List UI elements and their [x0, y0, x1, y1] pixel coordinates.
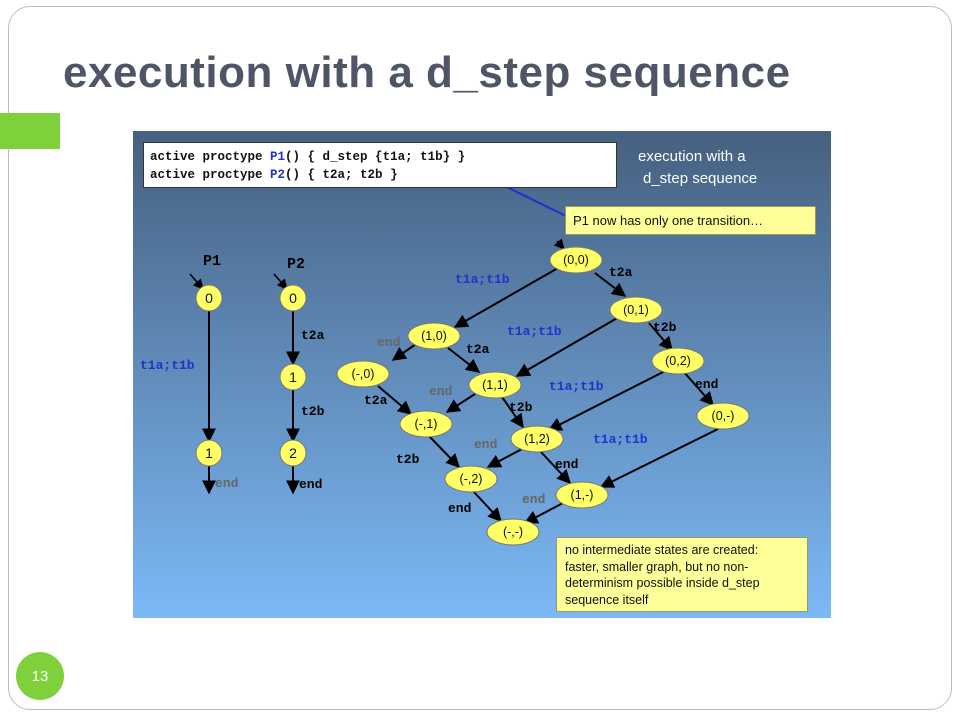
state-0m-label: (0,-) — [712, 409, 735, 423]
edge-label: t1a;t1b — [507, 324, 562, 339]
edge-label: t1a;t1b — [549, 379, 604, 394]
state-11-label: (1,1) — [482, 378, 508, 392]
edge-label: end — [555, 457, 578, 472]
p1-state-0-label: 0 — [205, 290, 213, 306]
state-m2 — [444, 465, 498, 493]
code-line-2: active proctype P2() { t2a; t2b } — [150, 168, 398, 182]
state-1m-label: (1,-) — [571, 488, 594, 502]
edge-m1-m2 — [428, 435, 460, 469]
diagram-panel: P1 0 1 t1a;t1b end P2 0 1 2 t2a t2b end — [133, 131, 831, 618]
p2-end-label: end — [299, 477, 322, 492]
edge-label: t1a;t1b — [455, 272, 510, 287]
state-11 — [468, 371, 522, 399]
edge-label: t2b — [396, 452, 420, 467]
p1-label: P1 — [203, 253, 221, 270]
p1-end-label: end — [215, 476, 238, 491]
p1-state-1 — [195, 439, 223, 467]
edge-label: t2a — [466, 342, 490, 357]
state-m0 — [336, 360, 390, 388]
edge-0m-1m — [599, 428, 719, 488]
state-0m — [696, 402, 750, 430]
code-line-1: active proctype P1() { d_step {t1a; t1b}… — [150, 150, 466, 164]
state-00 — [549, 246, 603, 274]
p2-state-0 — [279, 284, 307, 312]
p2-state-2-label: 2 — [289, 445, 297, 461]
p2-state-2 — [279, 439, 307, 467]
edge-1m-mm — [523, 502, 564, 524]
state-m2-label: (-,2) — [460, 472, 483, 486]
p1-transition-label: t1a;t1b — [140, 358, 195, 373]
edge-m0-m1 — [377, 385, 413, 415]
p2-state-0-label: 0 — [289, 290, 297, 306]
edge-11-m1 — [445, 393, 476, 413]
diagram-heading-line-2: d_step sequence — [643, 170, 758, 187]
callout-note: P1 now has only one transition… — [565, 206, 816, 235]
p2-t2a-label: t2a — [301, 328, 325, 343]
info-note-line-1: no intermediate states are created: — [565, 543, 759, 557]
p2-state-1-label: 1 — [289, 369, 297, 385]
accent-bar — [0, 113, 60, 149]
state-m1 — [399, 410, 453, 438]
page-number-badge: 13 — [16, 652, 64, 700]
diagram-heading-line-1: execution with a — [638, 148, 746, 165]
p2-label: P2 — [287, 256, 305, 273]
edge-12-1m — [540, 451, 571, 485]
edge-00-10 — [453, 267, 559, 328]
state-00-label: (0,0) — [563, 253, 589, 267]
edge-label: end — [377, 335, 400, 350]
p1-init-arrow — [189, 273, 204, 290]
edge-label: t2b — [509, 400, 533, 415]
edge-02-12 — [547, 368, 670, 431]
edge-02-0m — [682, 370, 714, 407]
state-10 — [407, 322, 461, 350]
edge-10-11 — [447, 347, 481, 373]
info-note: no intermediate states are created: fast… — [556, 537, 808, 612]
edge-label: end — [448, 501, 471, 516]
state-m1-label: (-,1) — [415, 417, 438, 431]
edge-01-02 — [648, 322, 673, 352]
p2-state-1 — [279, 363, 307, 391]
state-02 — [651, 347, 705, 375]
edge-label: t2b — [653, 320, 677, 335]
p1-state-0 — [195, 284, 223, 312]
p2-init-arrow — [273, 273, 288, 290]
edge-00-01 — [594, 272, 627, 297]
code-box: active proctype P1() { d_step {t1a; t1b}… — [143, 142, 617, 188]
state-mm-label: (-,-) — [503, 525, 523, 539]
state-12-label: (1,2) — [524, 432, 550, 446]
edge-11-12 — [501, 396, 524, 429]
info-note-line-4: sequence itself — [565, 592, 649, 607]
state-12 — [510, 425, 564, 453]
state-mm — [486, 518, 540, 546]
edge-label: end — [695, 377, 718, 392]
edge-10-m0 — [391, 343, 417, 361]
init-arrow-00 — [553, 238, 565, 250]
edge-label: t1a;t1b — [593, 432, 648, 447]
state-10-label: (1,0) — [421, 329, 447, 343]
edge-label: t2a — [609, 265, 633, 280]
edge-01-11 — [515, 316, 620, 377]
state-02-label: (0,2) — [665, 354, 691, 368]
state-m0-label: (-,0) — [352, 367, 375, 381]
slide-title: execution with a d_step sequence — [63, 48, 791, 97]
state-1m — [555, 481, 609, 509]
state-01 — [609, 296, 663, 324]
edge-label: end — [522, 492, 545, 507]
info-note-line-2: faster, smaller graph, but no non- — [565, 559, 749, 574]
info-note-line-3: determinism possible inside d_step — [565, 576, 760, 590]
p2-t2b-label: t2b — [301, 404, 325, 419]
edge-m2-mm — [472, 490, 502, 523]
p1-state-1-label: 1 — [205, 445, 213, 461]
edge-label: t2a — [364, 393, 388, 408]
edge-12-m2 — [486, 448, 523, 468]
edge-label: end — [429, 384, 452, 399]
state-01-label: (0,1) — [623, 303, 649, 317]
edge-label: end — [474, 437, 497, 452]
